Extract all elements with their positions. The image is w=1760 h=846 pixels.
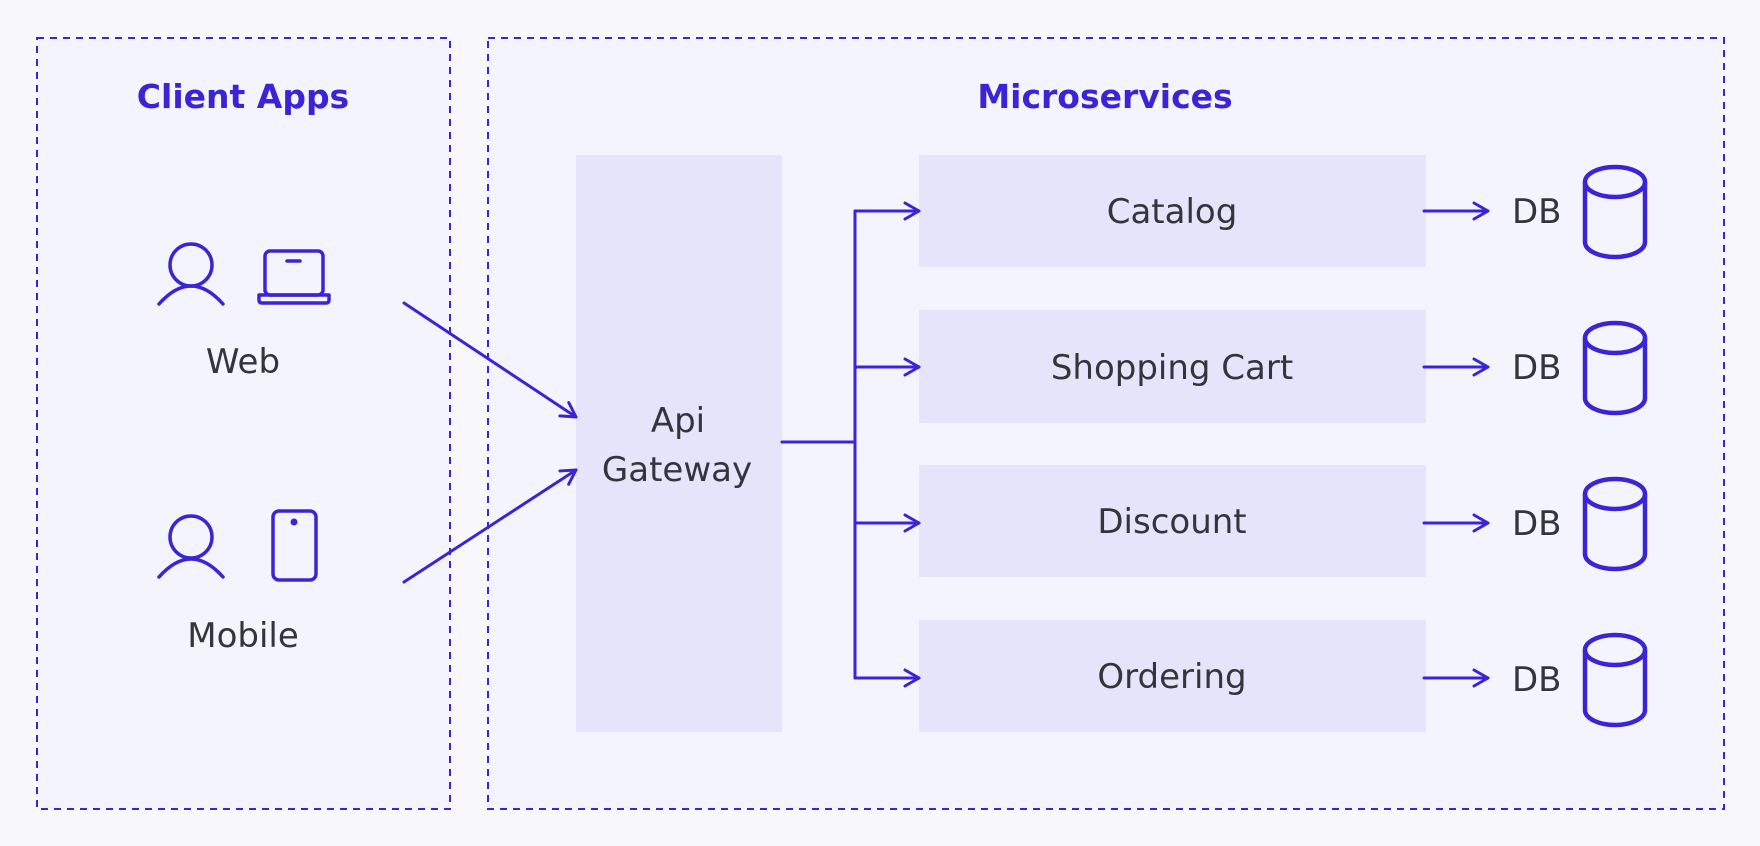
api-gateway: Api Gateway <box>576 155 782 732</box>
service-box <box>919 155 1426 267</box>
mobile-to-gateway-arrow <box>402 468 578 584</box>
connectors <box>402 201 1490 688</box>
database-icon <box>1582 476 1648 572</box>
db-catalog: DB <box>1512 164 1648 260</box>
service-ordering: Ordering <box>919 620 1426 732</box>
web-client-label: Web <box>206 342 280 382</box>
database-icon <box>1582 320 1648 416</box>
microservices-group: Microservices Api Gateway Catalog Shoppi… <box>487 37 1725 810</box>
api-gateway-label-line2: Gateway <box>602 450 752 490</box>
client-apps-group: Client Apps Web Mobile <box>36 37 451 810</box>
mobile-client-label: Mobile <box>187 616 299 656</box>
web-to-gateway-arrow <box>402 301 578 419</box>
service-discount: Discount <box>919 465 1426 577</box>
laptop-icon <box>257 249 331 305</box>
db-discount: DB <box>1512 476 1648 572</box>
service-box <box>919 465 1426 577</box>
web-client: Web <box>157 242 331 382</box>
db-label: DB <box>1512 660 1562 700</box>
service-label: Ordering <box>1097 657 1246 697</box>
api-gateway-label-line1: Api <box>651 401 705 441</box>
service-box <box>919 620 1426 732</box>
smartphone-icon <box>271 509 318 582</box>
db-label: DB <box>1512 192 1562 232</box>
client-apps-border <box>36 37 451 810</box>
client-apps-title: Client Apps <box>137 77 349 116</box>
service-catalog: Catalog <box>919 155 1426 267</box>
service-label: Discount <box>1097 502 1246 542</box>
database-icon <box>1582 164 1648 260</box>
db-ordering: DB <box>1512 632 1648 728</box>
user-icon <box>157 514 225 579</box>
service-box <box>919 310 1426 423</box>
db-shopping-cart: DB <box>1512 320 1648 416</box>
mobile-client: Mobile <box>157 509 318 656</box>
service-shopping-cart: Shopping Cart <box>919 310 1426 423</box>
microservices-title: Microservices <box>977 77 1232 116</box>
db-label: DB <box>1512 504 1562 544</box>
service-label: Catalog <box>1107 192 1238 232</box>
api-gateway-box <box>576 155 782 732</box>
db-label: DB <box>1512 348 1562 388</box>
database-icon <box>1582 632 1648 728</box>
service-label: Shopping Cart <box>1051 348 1293 388</box>
user-icon <box>157 242 225 306</box>
